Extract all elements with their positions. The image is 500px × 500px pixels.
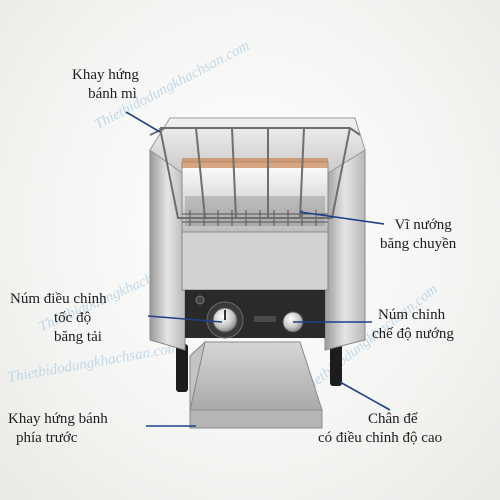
label-bread-tray: Khay hứng bánh mì [72,67,139,102]
label-speed-knob: Núm điều chỉnh tốc độ băng tải [10,291,107,345]
toaster-body [149,117,366,351]
bread-tray-wire [149,127,361,219]
toaster-feet [176,340,342,392]
label-feet: Chân đế có điều chỉnh độ cao [318,411,443,446]
label-mode-knob: Núm chỉnh chế độ nướng [372,307,454,342]
front-tray [189,340,323,429]
label-conveyor-rack: Vĩ nướng băng chuyền [380,217,457,252]
leader-conveyor-rack [299,211,385,225]
leader-speed-knob [147,315,223,323]
leader-lines [125,111,391,427]
control-panel [185,290,325,339]
leader-feet [339,381,391,411]
leader-bread-tray [125,111,161,133]
label-front-tray: Khay hứng bánh phía trước [8,411,108,446]
